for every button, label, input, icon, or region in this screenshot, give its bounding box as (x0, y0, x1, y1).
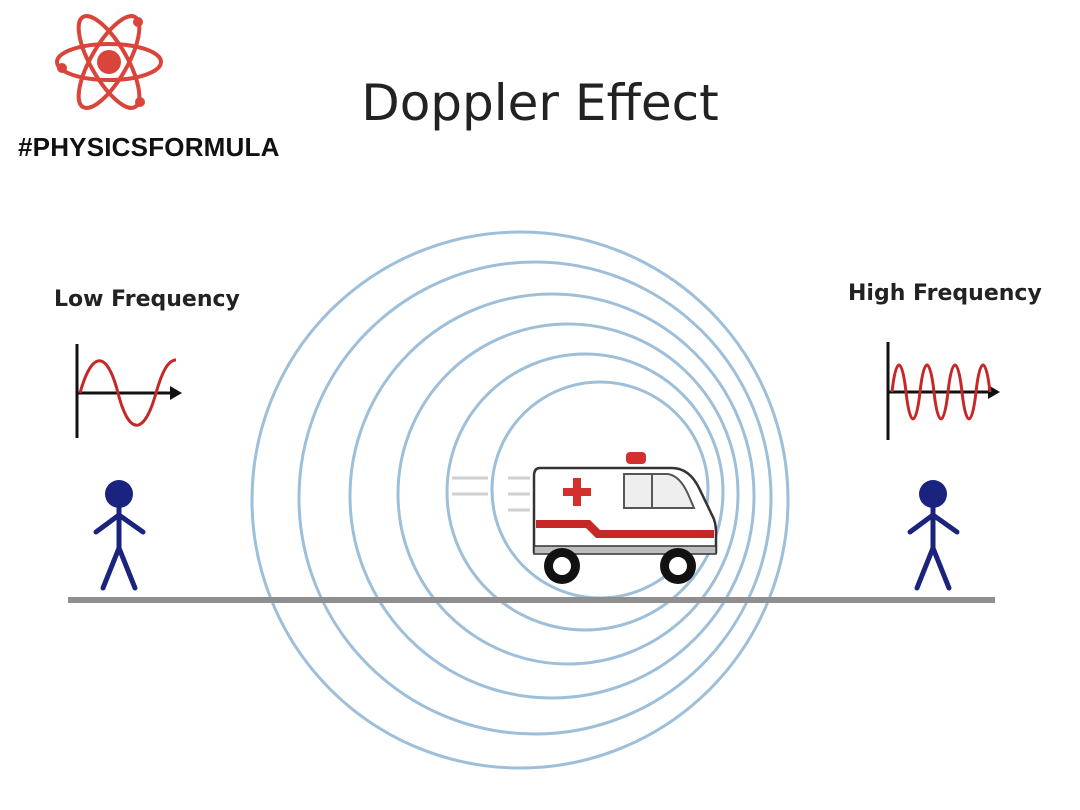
right-observer-stick-figure-icon (910, 480, 957, 588)
high-frequency-sine-wave-icon (888, 342, 1000, 440)
sound-wavefronts (252, 232, 788, 768)
ambulance-icon (534, 452, 716, 584)
atom-icon (50, 10, 168, 115)
page-title: Doppler Effect (320, 74, 760, 132)
high-frequency-label: High Frequency (848, 281, 1042, 306)
low-frequency-sine-wave-icon (77, 344, 182, 438)
hashtag-label: #PHYSICSFORMULA (18, 132, 278, 163)
left-observer-stick-figure-icon (96, 480, 143, 588)
low-frequency-label: Low Frequency (54, 287, 240, 312)
